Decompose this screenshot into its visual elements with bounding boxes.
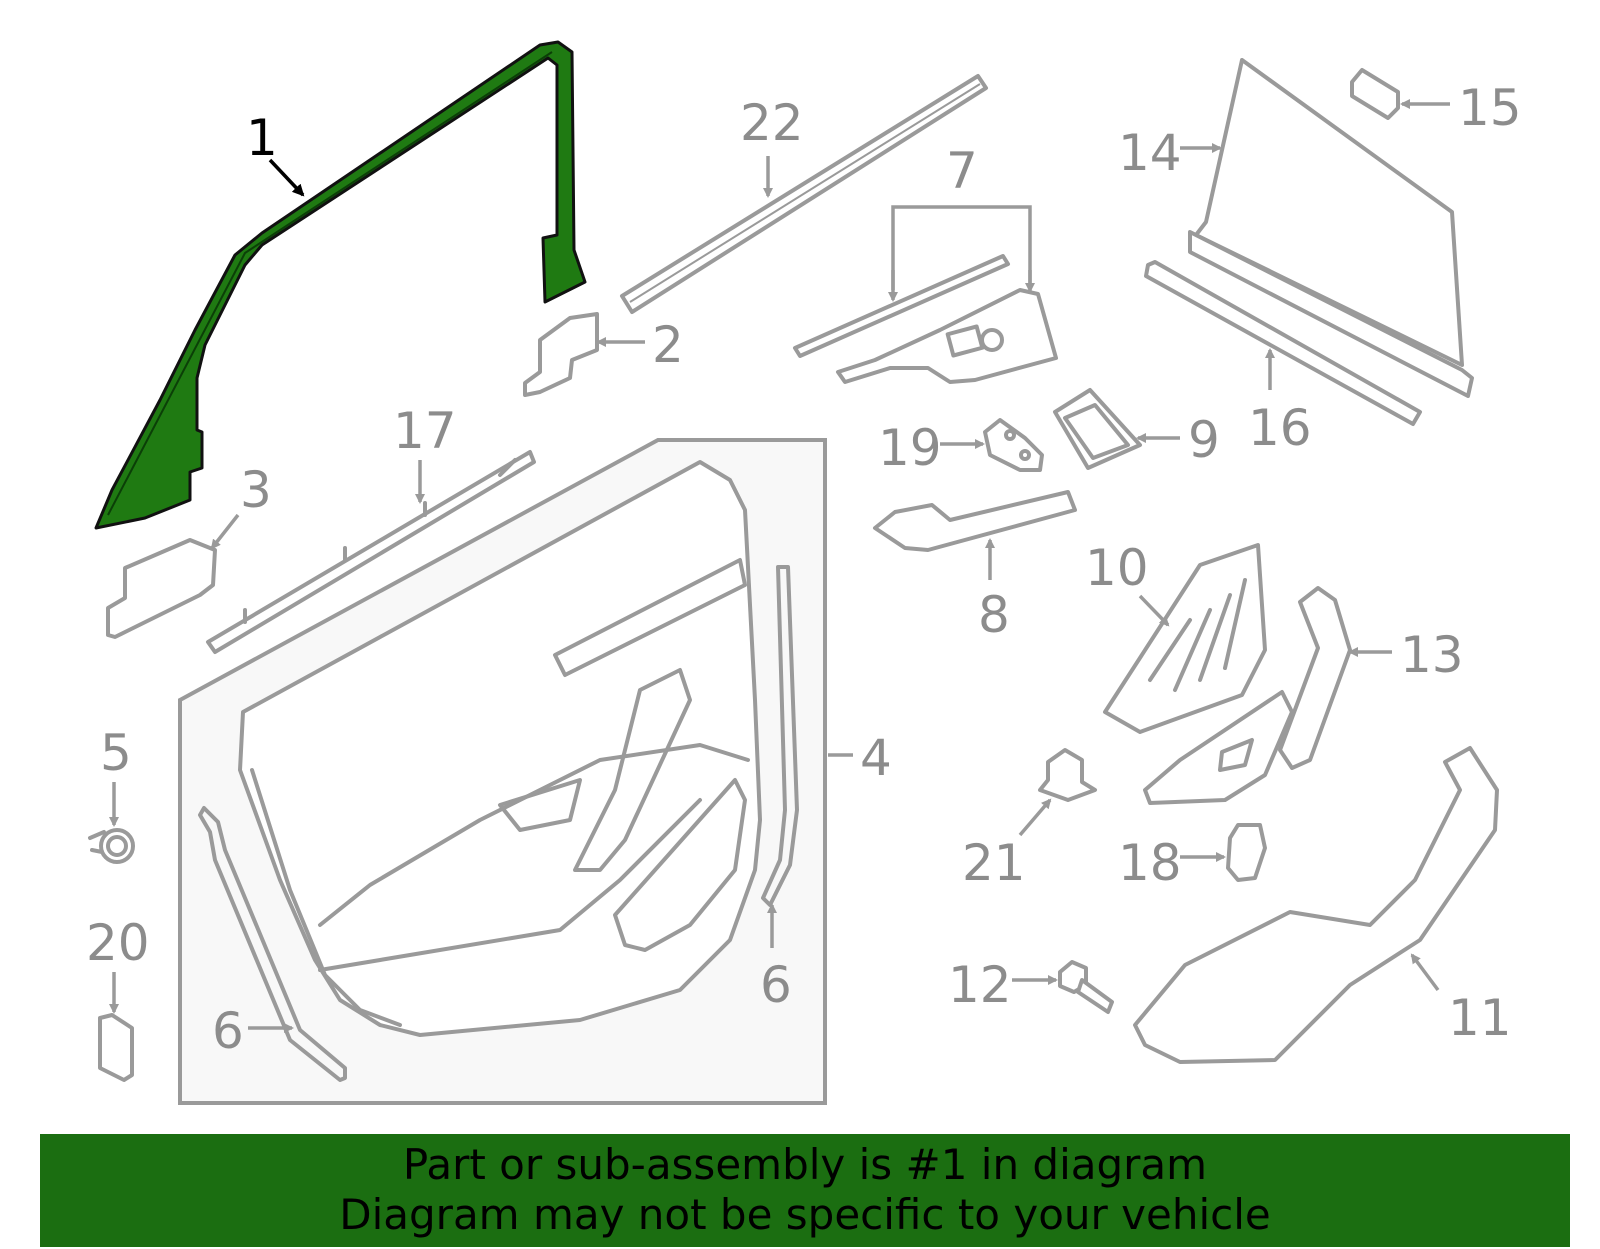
part-17-strip bbox=[206, 450, 536, 654]
part-14-sunshade bbox=[1188, 58, 1474, 398]
label-9: 9 bbox=[1188, 411, 1220, 469]
part-13-trim bbox=[1278, 586, 1352, 770]
label-14: 14 bbox=[1118, 124, 1182, 182]
label-22: 22 bbox=[740, 94, 804, 152]
part-1-window-frame[interactable] bbox=[94, 40, 587, 530]
label-8: 8 bbox=[978, 586, 1010, 644]
part-12-bolt bbox=[1058, 960, 1114, 1014]
banner-line-1: Part or sub-assembly is #1 in diagram bbox=[402, 1140, 1208, 1189]
label-18: 18 bbox=[1118, 834, 1182, 892]
info-banner: Part or sub-assembly is #1 in diagram Di… bbox=[40, 1134, 1570, 1247]
label-16: 16 bbox=[1248, 399, 1312, 457]
arrow-11 bbox=[1410, 953, 1440, 992]
label-7: 7 bbox=[946, 142, 978, 200]
label-11: 11 bbox=[1448, 989, 1512, 1047]
parts-diagram: 1 2 3 22 7 14 15 16 bbox=[86, 40, 1522, 1105]
label-13: 13 bbox=[1400, 626, 1464, 684]
label-6b: 6 bbox=[760, 956, 792, 1014]
label-4: 4 bbox=[860, 729, 892, 787]
arrow-21 bbox=[1018, 798, 1052, 837]
bracket-7 bbox=[891, 205, 1032, 290]
label-12: 12 bbox=[948, 956, 1012, 1014]
part-18-clip bbox=[1226, 823, 1267, 882]
part-22-strip bbox=[620, 74, 988, 314]
part-3-bracket bbox=[106, 538, 217, 639]
label-10: 10 bbox=[1085, 539, 1149, 597]
banner-line-2: Diagram may not be specific to your vehi… bbox=[339, 1190, 1271, 1239]
label-17: 17 bbox=[393, 402, 457, 460]
label-20: 20 bbox=[86, 914, 150, 972]
part-21-clip bbox=[1038, 748, 1097, 802]
label-5: 5 bbox=[100, 724, 132, 782]
part-10-grille bbox=[1103, 543, 1267, 734]
part-16-strip bbox=[1144, 260, 1422, 426]
arrow-10 bbox=[1138, 594, 1170, 627]
part-20-clip bbox=[98, 1013, 134, 1082]
part-5-grommet bbox=[88, 828, 135, 864]
part-19-bracket bbox=[983, 418, 1044, 472]
part-11-armrest bbox=[1133, 746, 1499, 1064]
part-7-trim bbox=[793, 254, 1058, 384]
part-9-bezel bbox=[1053, 388, 1142, 470]
label-3: 3 bbox=[240, 461, 272, 519]
part-8-cover bbox=[873, 490, 1077, 552]
part-switch-panel bbox=[1143, 690, 1294, 805]
part-6-seal-left bbox=[198, 806, 347, 1082]
label-15: 15 bbox=[1458, 79, 1522, 137]
label-1: 1 bbox=[246, 109, 278, 167]
label-19: 19 bbox=[878, 419, 942, 477]
arrow-1 bbox=[268, 158, 305, 197]
arrow-3 bbox=[210, 513, 240, 550]
part-4-door-panel bbox=[178, 438, 827, 1105]
label-2: 2 bbox=[652, 316, 684, 374]
part-15-clip bbox=[1350, 68, 1400, 120]
label-6a: 6 bbox=[212, 1002, 244, 1060]
label-21: 21 bbox=[962, 834, 1026, 892]
part-2-bracket bbox=[523, 312, 599, 397]
